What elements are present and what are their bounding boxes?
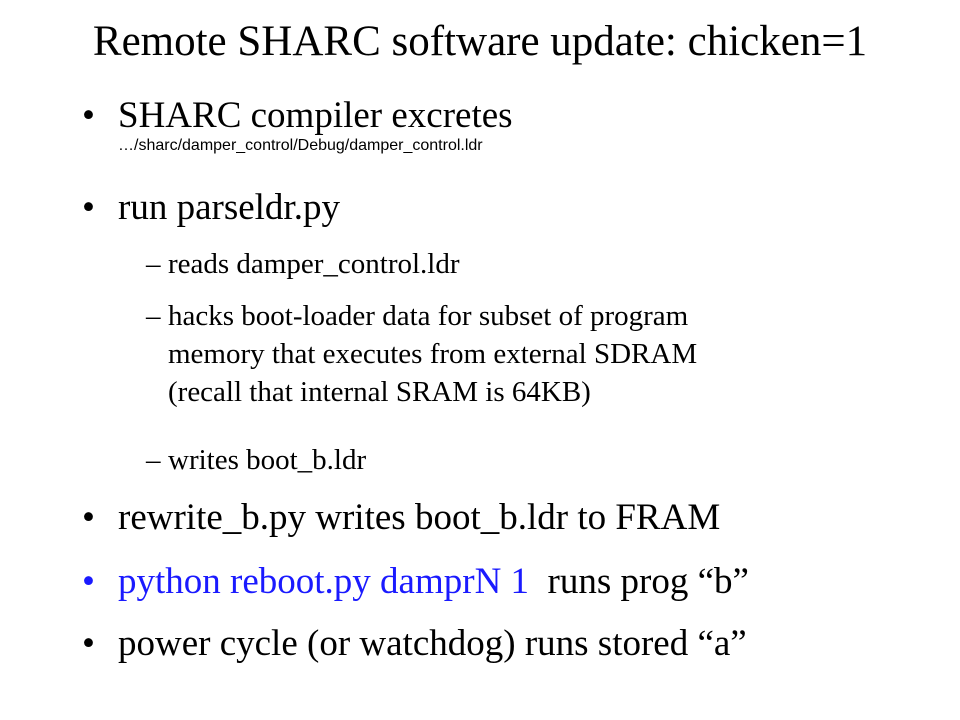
bullet-glyph: •: [82, 497, 95, 538]
bullet-text: rewrite_b.py writes boot_b.ldr to FRAM: [118, 497, 721, 538]
dash-glyph: –: [146, 248, 161, 280]
bullet-compiler-output: • SHARC compiler excretes …/sharc/damper…: [82, 94, 902, 164]
subbullet-reads: – reads damper_control.ldr: [146, 246, 906, 282]
bullet-text: SHARC compiler excretes: [118, 95, 513, 136]
bullet-reboot-command: • python reboot.py damprN 1 runs prog “b…: [82, 560, 902, 604]
subbullet-text: writes boot_b.ldr: [168, 444, 367, 476]
subbullet-line-2: memory that executes from external SDRAM: [168, 338, 698, 370]
dash-glyph: –: [146, 300, 161, 332]
subbullet-hacks: – hacks boot-loader data for subset of p…: [146, 298, 906, 418]
bullet-glyph: •: [82, 95, 95, 136]
subbullet-line-3: (recall that internal SRAM is 64KB): [168, 376, 591, 408]
dash-glyph: –: [146, 444, 161, 476]
bullet-run-parseldr: • run parseldr.py: [82, 186, 902, 230]
bullet-glyph: •: [82, 187, 95, 228]
reboot-command-highlight: python reboot.py damprN 1: [118, 561, 530, 602]
bullet-power-cycle: • power cycle (or watchdog) runs stored …: [82, 622, 902, 666]
bullet-glyph: •: [82, 561, 95, 602]
bullet-glyph: •: [82, 623, 95, 664]
subbullet-writes: – writes boot_b.ldr: [146, 442, 906, 478]
slide-title: Remote SHARC software update: chicken=1: [92, 18, 868, 65]
bullet-text: python reboot.py damprN 1 runs prog “b”: [118, 560, 749, 604]
bullet-text: run parseldr.py: [118, 187, 340, 228]
subbullet-line-1: hacks boot-loader data for subset of pro…: [168, 300, 689, 332]
bullet-text: power cycle (or watchdog) runs stored “a…: [118, 623, 747, 664]
bullet-rewrite-fram: • rewrite_b.py writes boot_b.ldr to FRAM: [82, 496, 902, 540]
ldr-file-path: …/sharc/damper_control/Debug/damper_cont…: [118, 137, 483, 154]
reboot-command-rest: runs prog “b”: [529, 561, 749, 602]
subbullet-text: reads damper_control.ldr: [168, 248, 460, 280]
